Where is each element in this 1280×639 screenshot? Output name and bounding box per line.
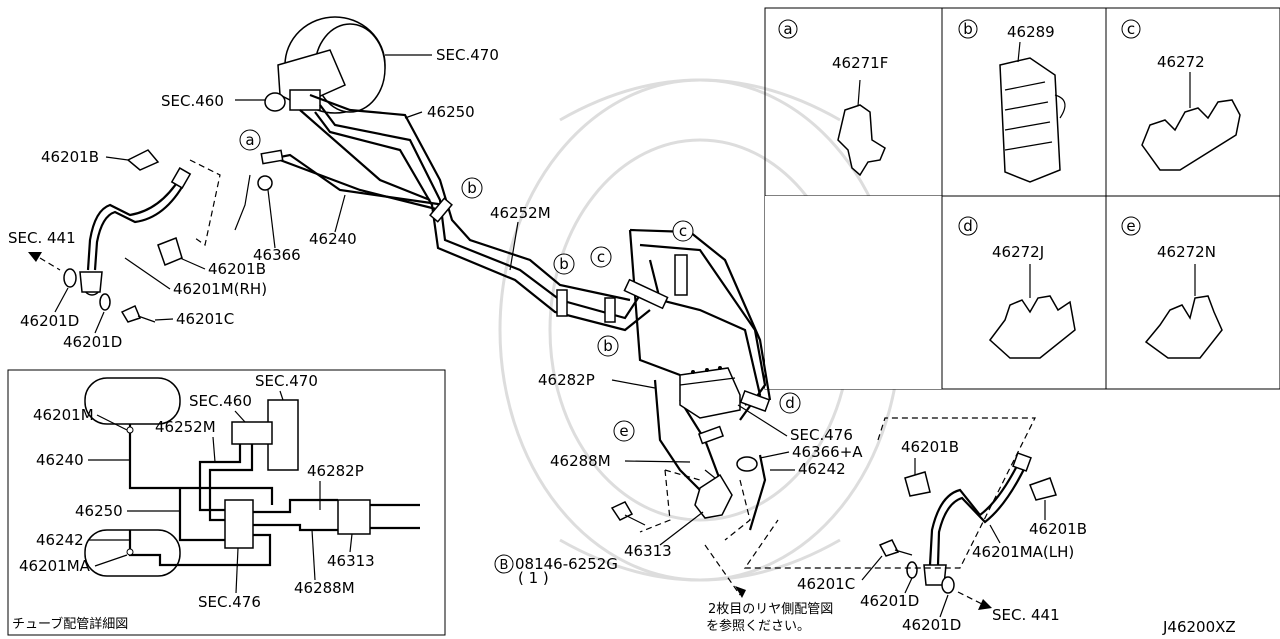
clip-46272J-drawing bbox=[988, 264, 1076, 359]
part-46201D-l1-label: 46201D bbox=[20, 312, 79, 330]
callout-c-1: c bbox=[590, 246, 669, 310]
inset-46288M-label: 46288M bbox=[294, 579, 355, 597]
callout-b-1: b bbox=[429, 177, 483, 223]
callout-c-2: c bbox=[672, 220, 694, 296]
clip-e-part-number: 46272N bbox=[1157, 243, 1216, 261]
clip-46272-drawing bbox=[1141, 72, 1241, 171]
inset-sec460-label: SEC.460 bbox=[189, 392, 252, 410]
part-46313-label: 46313 bbox=[624, 542, 672, 560]
clip-b-letter: b bbox=[963, 20, 973, 38]
clip-a-letter: a bbox=[783, 20, 792, 38]
inset-46313-label: 46313 bbox=[327, 552, 375, 570]
svg-text:c: c bbox=[597, 248, 605, 266]
part-46201M-rh-label: 46201M(RH) bbox=[173, 280, 267, 298]
svg-text:b: b bbox=[559, 255, 569, 273]
part-46201D-r1-label: 46201D bbox=[860, 592, 919, 610]
svg-text:d: d bbox=[785, 394, 795, 412]
sec476-label: SEC.476 bbox=[790, 426, 853, 444]
bolt-08146 bbox=[610, 501, 646, 526]
part-46201B-left-label: 46201B bbox=[41, 148, 99, 166]
inset-46242-label: 46242 bbox=[36, 531, 84, 549]
part-46250-label: 46250 bbox=[427, 103, 475, 121]
part-46366A-label: 46366+A bbox=[792, 443, 863, 461]
part-46242-label: 46242 bbox=[798, 460, 846, 478]
front-hose-lh bbox=[878, 452, 1057, 594]
bolt-circle-letter: B bbox=[500, 558, 509, 573]
sec441-left-arrow-icon bbox=[28, 252, 42, 262]
rear-ref-arrow-icon bbox=[735, 586, 746, 598]
bolt-part-number: 08146-6252G bbox=[515, 555, 618, 573]
inset-46201MA-label: 46201MA bbox=[19, 557, 91, 575]
sec441-right-arrow-icon bbox=[978, 599, 992, 610]
part-46201B-left2-label: 46201B bbox=[208, 260, 266, 278]
clip-a-part-number: 46271F bbox=[832, 54, 888, 72]
callout-b-3: b bbox=[597, 297, 619, 357]
inset-46282P-label: 46282P bbox=[307, 462, 364, 480]
clip-e-letter: e bbox=[1126, 217, 1135, 235]
part-46252M-label: 46252M bbox=[490, 204, 551, 222]
svg-text:e: e bbox=[619, 422, 628, 440]
inset-46240-label: 46240 bbox=[36, 451, 84, 469]
actuator-block-sec476 bbox=[679, 366, 741, 419]
inset-46201M-label: 46201M bbox=[33, 406, 94, 424]
svg-text:b: b bbox=[467, 179, 477, 197]
clip-46271F-drawing bbox=[837, 79, 886, 177]
rear-note-line1: 2枚目のリヤ側配管図 bbox=[708, 602, 833, 617]
callout-d-1: d bbox=[739, 389, 801, 414]
callout-a-top: a bbox=[239, 129, 261, 151]
part-46201D-l2-label: 46201D bbox=[63, 333, 122, 351]
sec441-left-label: SEC. 441 bbox=[8, 229, 76, 247]
clip-c-letter: c bbox=[1127, 20, 1135, 38]
part-46201MA-lh-label: 46201MA(LH) bbox=[972, 543, 1074, 561]
inset-46252M-label: 46252M bbox=[155, 418, 216, 436]
sec460-label: SEC.460 bbox=[161, 92, 224, 110]
part-46288M-label: 46288M bbox=[550, 452, 611, 470]
inset-46250-label: 46250 bbox=[75, 502, 123, 520]
part-46201B-r2-label: 46201B bbox=[1029, 520, 1087, 538]
inset-piping-detail bbox=[7, 369, 446, 636]
svg-text:a: a bbox=[245, 131, 254, 149]
part-46366-label: 46366 bbox=[253, 246, 301, 264]
inset-sec470-label: SEC.470 bbox=[255, 372, 318, 390]
part-46201D-r2-label: 46201D bbox=[902, 616, 961, 634]
sec470-label: SEC.470 bbox=[436, 46, 499, 64]
junction-46313 bbox=[694, 469, 733, 519]
clip-46289-drawing bbox=[999, 41, 1066, 183]
part-46201B-r1-label: 46201B bbox=[901, 438, 959, 456]
callout-e-1: e bbox=[613, 420, 725, 445]
part-46282P-label: 46282P bbox=[538, 371, 595, 389]
sec441-right-label: SEC. 441 bbox=[992, 606, 1060, 624]
inset-sec476-label: SEC.476 bbox=[198, 593, 261, 611]
clip-detail-grid: a 46271F b 46289 c 46272 d 46272J bbox=[764, 7, 1280, 390]
clip-d-letter: d bbox=[963, 217, 973, 235]
diagram-code: J46200XZ bbox=[1162, 618, 1236, 636]
clip-d-part-number: 46272J bbox=[992, 243, 1044, 261]
front-hose-rh bbox=[63, 149, 192, 323]
inset-title: チューブ配管詳細図 bbox=[12, 616, 128, 632]
bolt-quantity: ( 1 ) bbox=[518, 569, 549, 587]
part-46201C-l-label: 46201C bbox=[176, 310, 234, 328]
callout-b-2: b bbox=[553, 253, 575, 317]
svg-text:b: b bbox=[603, 337, 613, 355]
master-cylinder-booster bbox=[235, 16, 432, 114]
part-46240-label: 46240 bbox=[309, 230, 357, 248]
svg-text:c: c bbox=[679, 222, 687, 240]
clip-b-part-number: 46289 bbox=[1007, 23, 1055, 41]
rear-note-line2: を参照ください。 bbox=[706, 618, 810, 634]
part-46201C-r-label: 46201C bbox=[797, 575, 855, 593]
clip-c-part-number: 46272 bbox=[1157, 53, 1205, 71]
clip-46272N-drawing bbox=[1144, 264, 1223, 359]
